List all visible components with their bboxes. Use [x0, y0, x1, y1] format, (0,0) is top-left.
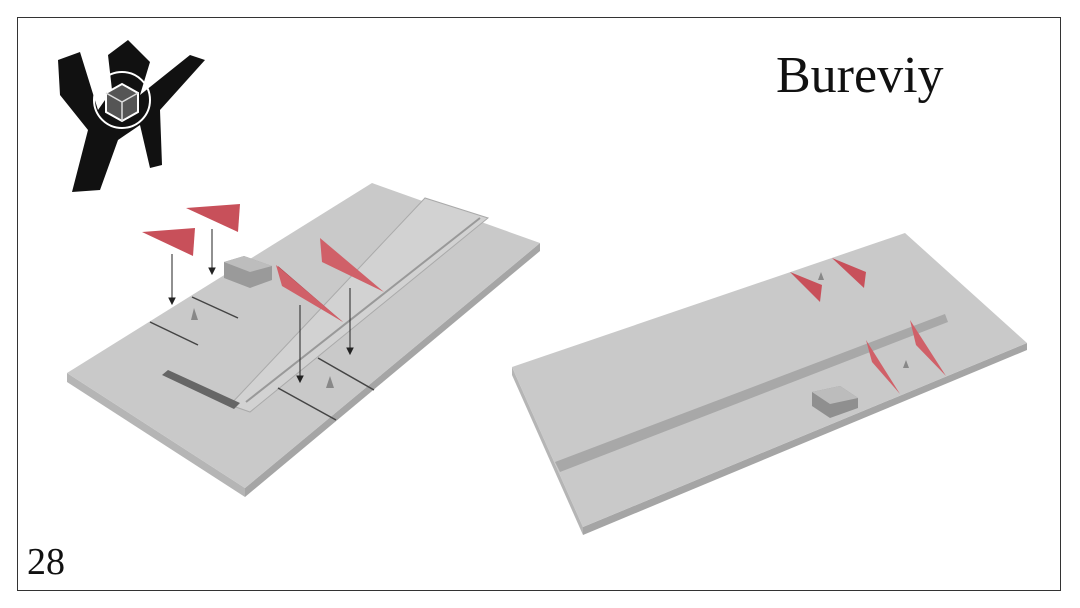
right-board-model — [512, 233, 1027, 535]
slide-frame — [17, 17, 1061, 591]
left-board-model — [67, 183, 540, 497]
logo — [58, 40, 205, 192]
slide-title: Bureviy — [776, 47, 944, 104]
page-number: 28 — [27, 541, 65, 583]
